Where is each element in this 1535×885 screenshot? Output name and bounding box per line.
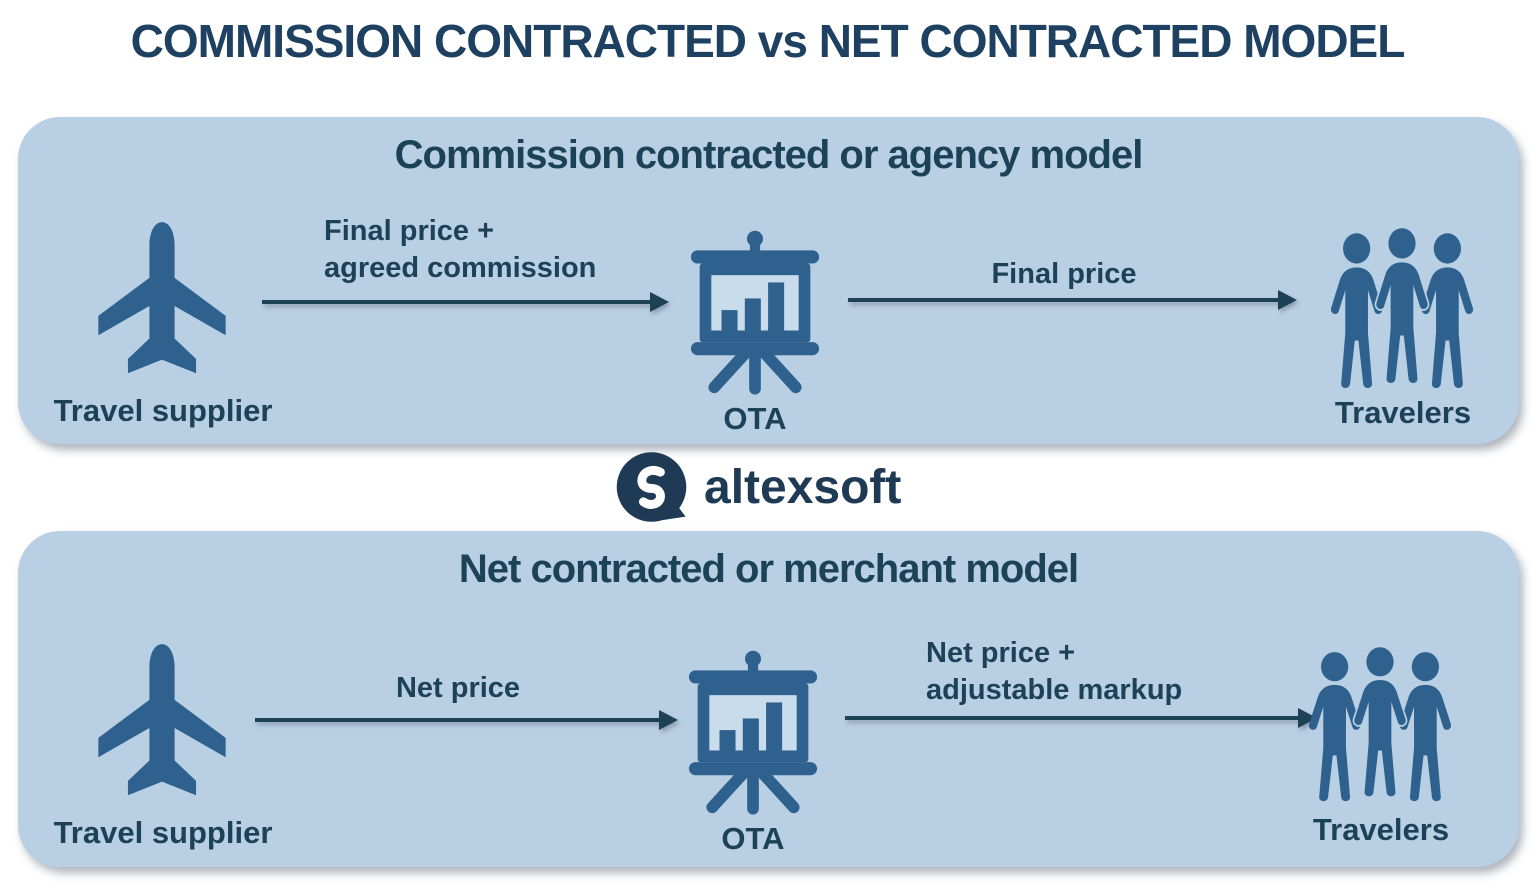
page-title: COMMISSION CONTRACTED vs NET CONTRACTED … <box>130 15 1406 67</box>
panel-heading: Commission contracted or agency model <box>394 133 1144 177</box>
arrow-label: Final price + agreed commission <box>324 213 596 287</box>
ota-to-travelers-arrow <box>848 290 1297 310</box>
altexsoft-logo: altexsoft <box>616 450 901 524</box>
presentation-board-chart-icon <box>680 650 826 816</box>
net-model-panel: Net contracted or merchant model Travel … <box>18 531 1519 867</box>
arrow-label: Net price <box>395 672 521 704</box>
panel-heading: Net contracted or merchant model <box>458 547 1079 591</box>
arrow-label: Net price + adjustable markup <box>926 635 1182 709</box>
ota-label: OTA <box>723 401 787 436</box>
travel-supplier-label: Travel supplier <box>53 815 273 850</box>
presentation-board-chart-icon <box>682 230 828 396</box>
logo-text: altexsoft <box>704 460 902 514</box>
supplier-to-ota-arrow <box>255 710 678 730</box>
airplane-icon <box>98 644 226 796</box>
arrow-label-line: agreed commission <box>324 252 597 284</box>
ota-to-travelers-arrow <box>845 708 1317 728</box>
travelers-label: Travelers <box>1334 395 1472 430</box>
arrow-label: Final price <box>991 258 1137 290</box>
commission-model-panel: Commission contracted or agency model Tr… <box>18 117 1519 444</box>
travel-supplier-label: Travel supplier <box>53 393 273 428</box>
arrow-label-line: Final price + <box>324 215 495 247</box>
arrow-label-line: Net price + <box>926 637 1076 669</box>
supplier-to-ota-arrow <box>262 292 669 312</box>
travelers-group-icon <box>1330 227 1474 389</box>
arrow-label-line: adjustable markup <box>926 674 1183 706</box>
ota-label: OTA <box>721 821 785 856</box>
airplane-icon <box>98 222 226 374</box>
altexsoft-logo-icon <box>616 452 687 522</box>
travelers-group-icon <box>1308 646 1452 802</box>
travelers-label: Travelers <box>1312 812 1450 847</box>
